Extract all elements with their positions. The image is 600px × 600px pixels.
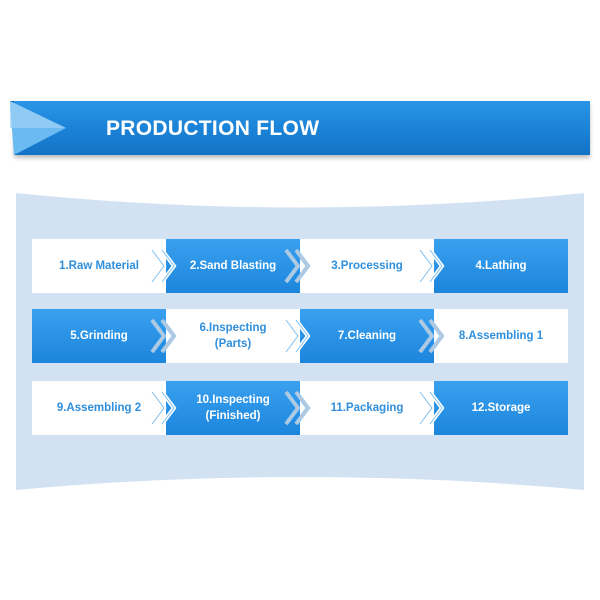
flow-step: 1.Raw Material [32,239,166,293]
flow-step: 6.Inspecting (Parts) [166,309,300,363]
flow-step: 7.Cleaning [300,309,434,363]
flow-step: 4.Lathing [434,239,568,293]
double-chevron-right-icon [418,248,445,284]
flow-step: 10.Inspecting (Finished) [166,381,300,435]
double-chevron-right-icon [150,390,177,426]
double-chevron-right-icon [418,390,445,426]
double-chevron-right-icon [150,318,177,354]
flow-step: 3.Processing [300,239,434,293]
flow-step: 12.Storage [434,381,568,435]
flow-step: 11.Packaging [300,381,434,435]
double-chevron-right-icon [418,318,445,354]
flow-step: 9.Assembling 2 [32,381,166,435]
double-chevron-right-icon [284,318,311,354]
flow-step: 2.Sand Blasting [166,239,300,293]
double-chevron-right-icon [284,390,311,426]
double-chevron-right-icon [284,248,311,284]
flow-step: 5.Grinding [32,309,166,363]
double-chevron-right-icon [150,248,177,284]
page-title: PRODUCTION FLOW [106,117,320,140]
title-banner [14,101,590,155]
flow-step: 8.Assembling 1 [434,309,568,363]
